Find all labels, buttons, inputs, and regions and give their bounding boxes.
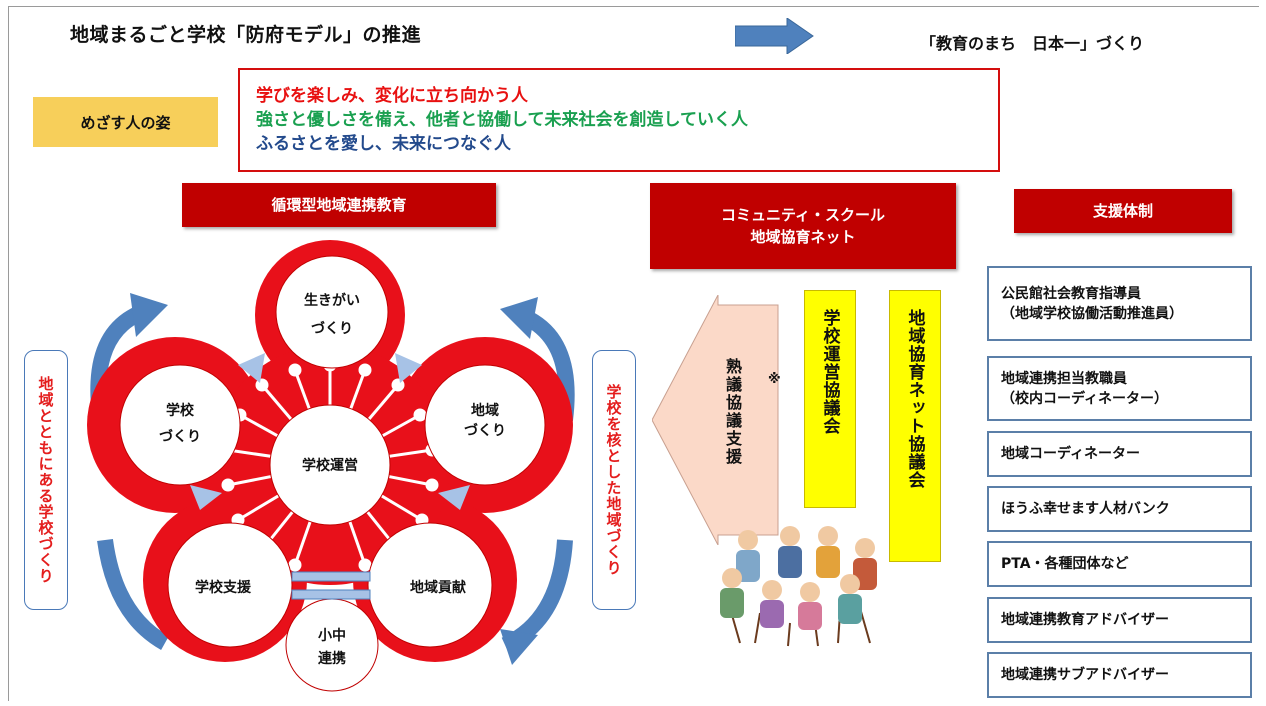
network-council-label: 地域協育ネット協議会 — [889, 290, 941, 562]
connector-bar-bottom — [291, 589, 371, 600]
header-support-system: 支援体制 — [1014, 189, 1232, 233]
support-item-1-line2: （地域学校協働活動推進員） — [1001, 305, 1183, 322]
circle-ikigai — [275, 255, 389, 369]
flow-arrows — [190, 353, 470, 510]
support-item-3: 地域コーディネーター — [987, 431, 1252, 477]
support-item-1-line1: 公民館社会教育指導員 — [1001, 285, 1141, 302]
header-cyclic-education: 循環型地域連携教育 — [182, 183, 496, 227]
label-community-1: 地域 — [471, 402, 499, 419]
support-item-4: ほうふ幸せます人材バンク — [987, 486, 1252, 532]
flower-diagram: 生きがい づくり 学校 づくり 地域 づくり 学校運営 学校支援 地域貢献 小中… — [87, 240, 575, 692]
support-item-2-line1: 地域連携担当教職員 — [1001, 370, 1127, 387]
deliberation-text: 熟議協議支援 — [723, 358, 742, 466]
circle-elem-junior — [285, 598, 379, 692]
deliberation-note: ※ — [768, 372, 781, 387]
label-community-2: づくり — [464, 422, 506, 439]
label-school-management: 学校運営 — [302, 457, 358, 474]
goal-3: ふるさとを愛し、未来につなぐ人 — [256, 134, 511, 154]
page-subtitle: 「教育のまち 日本一」づくり — [920, 34, 1145, 53]
label-school-2: づくり — [159, 428, 201, 445]
circle-community-contribution — [367, 522, 493, 648]
circle-school-support — [167, 522, 293, 648]
header-community-school: コミュニティ・スクール 地域協育ネット — [650, 183, 956, 269]
page-title: 地域まるごと学校「防府モデル」の推進 — [70, 24, 422, 46]
label-elem-junior-2: 連携 — [318, 650, 346, 667]
circle-school-making — [119, 364, 241, 486]
right-arrow-icon — [735, 18, 814, 54]
support-item-5: PTA・各種団体など — [987, 541, 1252, 587]
page-frame — [8, 6, 1259, 701]
support-item-2-line2: （校内コーディネーター） — [1001, 390, 1169, 407]
goal-2: 強さと優しさを備え、他者と協働して未来社会を創造していく人 — [256, 110, 748, 130]
goal-label: めざす人の姿 — [33, 97, 218, 147]
connector-bar-top — [291, 571, 371, 582]
support-item-6: 地域連携教育アドバイザー — [987, 597, 1252, 643]
label-ikigai-2: づくり — [311, 320, 353, 337]
support-item-1: 公民館社会教育指導員 （地域学校協働活動推進員） — [987, 266, 1252, 341]
support-item-2: 地域連携担当教職員 （校内コーディネーター） — [987, 356, 1252, 421]
curved-arrow-left-head — [130, 293, 168, 337]
label-elem-junior-1: 小中 — [318, 627, 346, 644]
banner-community-centered-school: 学校を核とした地域づくり — [592, 350, 636, 610]
label-school-1: 学校 — [166, 402, 195, 419]
banner-school-with-community: 地域とともにある学校づくり — [24, 350, 68, 610]
goal-1: 学びを楽しみ、変化に立ち向かう人 — [256, 86, 528, 106]
circle-school-management — [269, 404, 391, 526]
deliberation-arrow-icon — [652, 295, 779, 545]
curved-arrow-right-head — [500, 297, 538, 339]
header-community-school-line2: 地域協育ネット — [750, 228, 856, 246]
curved-arrow-right-down-head — [500, 629, 538, 665]
circle-community-making — [424, 364, 546, 486]
support-item-7: 地域連携サブアドバイザー — [987, 652, 1252, 698]
label-school-support: 学校支援 — [195, 579, 252, 596]
label-community-contribution: 地域貢献 — [410, 579, 466, 596]
curved-arrow-left-down — [97, 538, 170, 650]
people-meeting-illustration — [720, 526, 877, 647]
header-community-school-line1: コミュニティ・スクール — [720, 206, 886, 224]
label-ikigai-1: 生きがい — [304, 292, 360, 309]
school-council-label: 学校運営協議会 — [804, 290, 856, 508]
goal-box: 学びを楽しみ、変化に立ち向かう人 強さと優しさを備え、他者と協働して未来社会を創… — [238, 68, 1000, 172]
